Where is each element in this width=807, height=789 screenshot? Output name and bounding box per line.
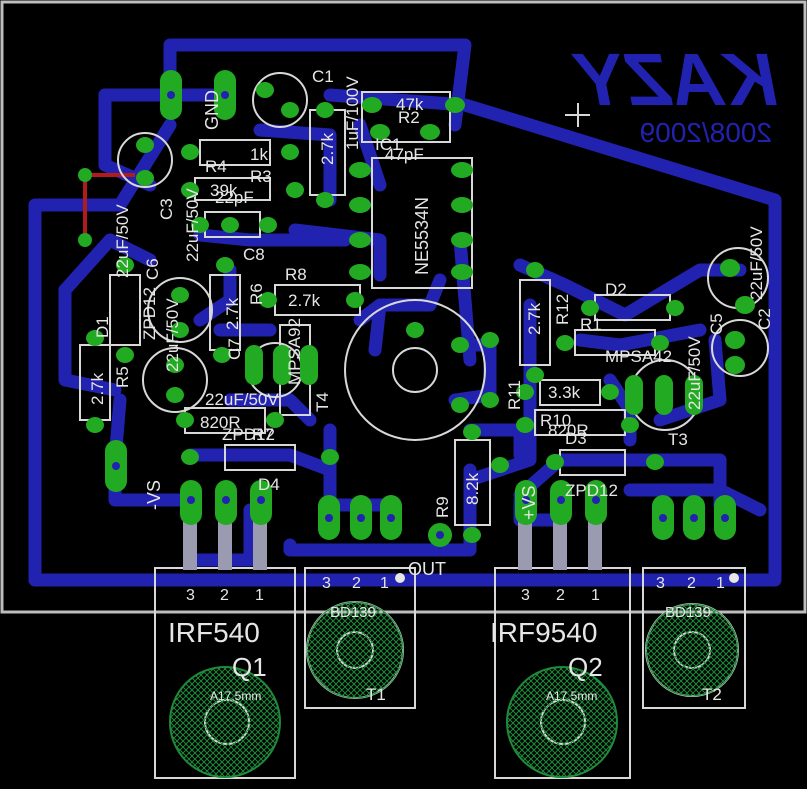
- ic1-value: NE5534N: [412, 197, 432, 275]
- q2-ref: Q2: [568, 652, 603, 682]
- out-label: OUT: [408, 559, 446, 579]
- t1-ref: T1: [366, 685, 386, 704]
- q1-pin2: 2: [220, 587, 229, 604]
- r3-ref: R3: [250, 167, 272, 186]
- c6-value: 22uF/50V: [163, 298, 182, 372]
- r5-value: 2.7k: [88, 372, 107, 405]
- r6-value: 2.7k: [223, 297, 242, 330]
- brand-text: KAZY: [571, 38, 778, 121]
- drill-holes: [112, 91, 729, 539]
- q1-pin3: 3: [186, 587, 195, 604]
- t3-value: MPSA42: [605, 347, 672, 366]
- d3-ref: D3: [565, 429, 587, 448]
- t1-pin1: 1: [380, 575, 389, 592]
- c1-ref: C1: [312, 67, 334, 86]
- d1-value: ZPD12: [140, 287, 159, 340]
- t4-value: MPSA92: [285, 318, 304, 385]
- board-labels: GND -VS +VS OUT: [144, 90, 539, 579]
- q2-pin2: 2: [556, 587, 565, 604]
- r4-value: 1k: [250, 145, 268, 164]
- vs-plus-label: +VS: [519, 485, 539, 520]
- vs-minus-label: -VS: [144, 480, 164, 510]
- r10-value: 820R: [548, 421, 589, 440]
- pin1-markers: [395, 573, 739, 583]
- c5-value: 22uF/50V: [685, 336, 704, 410]
- d4-value: ZPD12: [222, 425, 275, 444]
- r8-value: 2.7k: [288, 291, 321, 310]
- component-labels: C1 1uF/100V R2 47k 47pF 2.7k NE5534N IC1…: [88, 67, 774, 518]
- r2-value: 47k: [396, 95, 424, 114]
- r11-ref: R11: [505, 380, 524, 410]
- q1-hole: A17.5mm: [210, 689, 261, 703]
- r7-value: 820R: [200, 413, 241, 432]
- r10-ref: R10: [540, 411, 571, 430]
- c2-value: 22uF/50V: [113, 204, 132, 278]
- c3-ref: C3: [157, 198, 176, 220]
- r12-value: 2.7k: [525, 302, 544, 335]
- c2-ref: C2: [755, 308, 774, 330]
- q2-hole: A17.5mm: [546, 689, 597, 703]
- c2-cap-value: 22uF/50V: [747, 226, 766, 300]
- t1-value: BD139: [330, 604, 376, 621]
- t2-pin1: 1: [716, 575, 725, 592]
- r11-value: 3.3k: [548, 383, 581, 402]
- q1-pin1: 1: [255, 587, 264, 604]
- t1-pin3: 3: [322, 575, 331, 592]
- r1-value: 2.7k: [318, 132, 337, 165]
- c8-value: 22pF: [215, 188, 254, 207]
- brand-mark: KAZY 2008/2009: [571, 38, 778, 148]
- t2-pin2: 2: [687, 575, 696, 592]
- t2-ref: T2: [702, 685, 722, 704]
- r9-ref: R9: [433, 496, 452, 518]
- package-labels: 3 2 1 IRF540 Q1 A17.5mm 3 2 1 BD139 T1 3…: [168, 575, 725, 704]
- silkscreen-shapes: [79, 72, 769, 526]
- c6-ref: C6: [143, 258, 162, 280]
- board-outline: [0, 0, 807, 614]
- jumper-wire: [83, 173, 135, 240]
- r9-value: 8.2k: [463, 472, 482, 505]
- r1-ref: R1: [580, 315, 602, 334]
- r2-ref: R2: [398, 108, 420, 127]
- d3-value: ZPD12: [565, 481, 618, 500]
- r3-value: 39k: [210, 181, 238, 200]
- q1-value: IRF540: [168, 617, 260, 648]
- c4-value: 47pF: [385, 145, 424, 164]
- r4-ref: R4: [205, 157, 227, 176]
- r6-ref: R6: [247, 283, 266, 305]
- r12-ref: R12: [553, 294, 572, 325]
- t2-pin3: 3: [656, 575, 665, 592]
- c7-value: 22uF/50V: [205, 390, 279, 409]
- t1-pin2: 2: [352, 575, 361, 592]
- q1-ref: Q1: [232, 652, 267, 682]
- ic1-ref: IC1: [375, 135, 401, 154]
- d1-ref: D1: [93, 316, 112, 338]
- q2-pin3: 3: [521, 587, 530, 604]
- mount-holes: [169, 601, 739, 778]
- c1-value: 1uF/100V: [343, 76, 362, 150]
- t3-ref: T3: [668, 430, 688, 449]
- year-text: 2008/2009: [640, 117, 772, 148]
- t2-value: BD139: [665, 604, 711, 621]
- q2-pin1: 1: [591, 587, 600, 604]
- d2-ref: D2: [605, 280, 627, 299]
- t4-ref: T4: [313, 392, 332, 412]
- r8-ref: R8: [285, 265, 307, 284]
- d4-ref: D4: [258, 475, 280, 494]
- q2-value: IRF9540: [490, 617, 597, 648]
- c3-value: 22uF/50V: [183, 188, 202, 262]
- r7-ref: R7: [252, 425, 274, 444]
- c8-ref: C8: [243, 245, 265, 264]
- gnd-label: GND: [202, 90, 222, 130]
- c7-ref: C7: [225, 338, 244, 360]
- c5-ref: C5: [707, 313, 726, 335]
- r5-ref: R5: [113, 366, 132, 388]
- package-legs: [183, 515, 602, 570]
